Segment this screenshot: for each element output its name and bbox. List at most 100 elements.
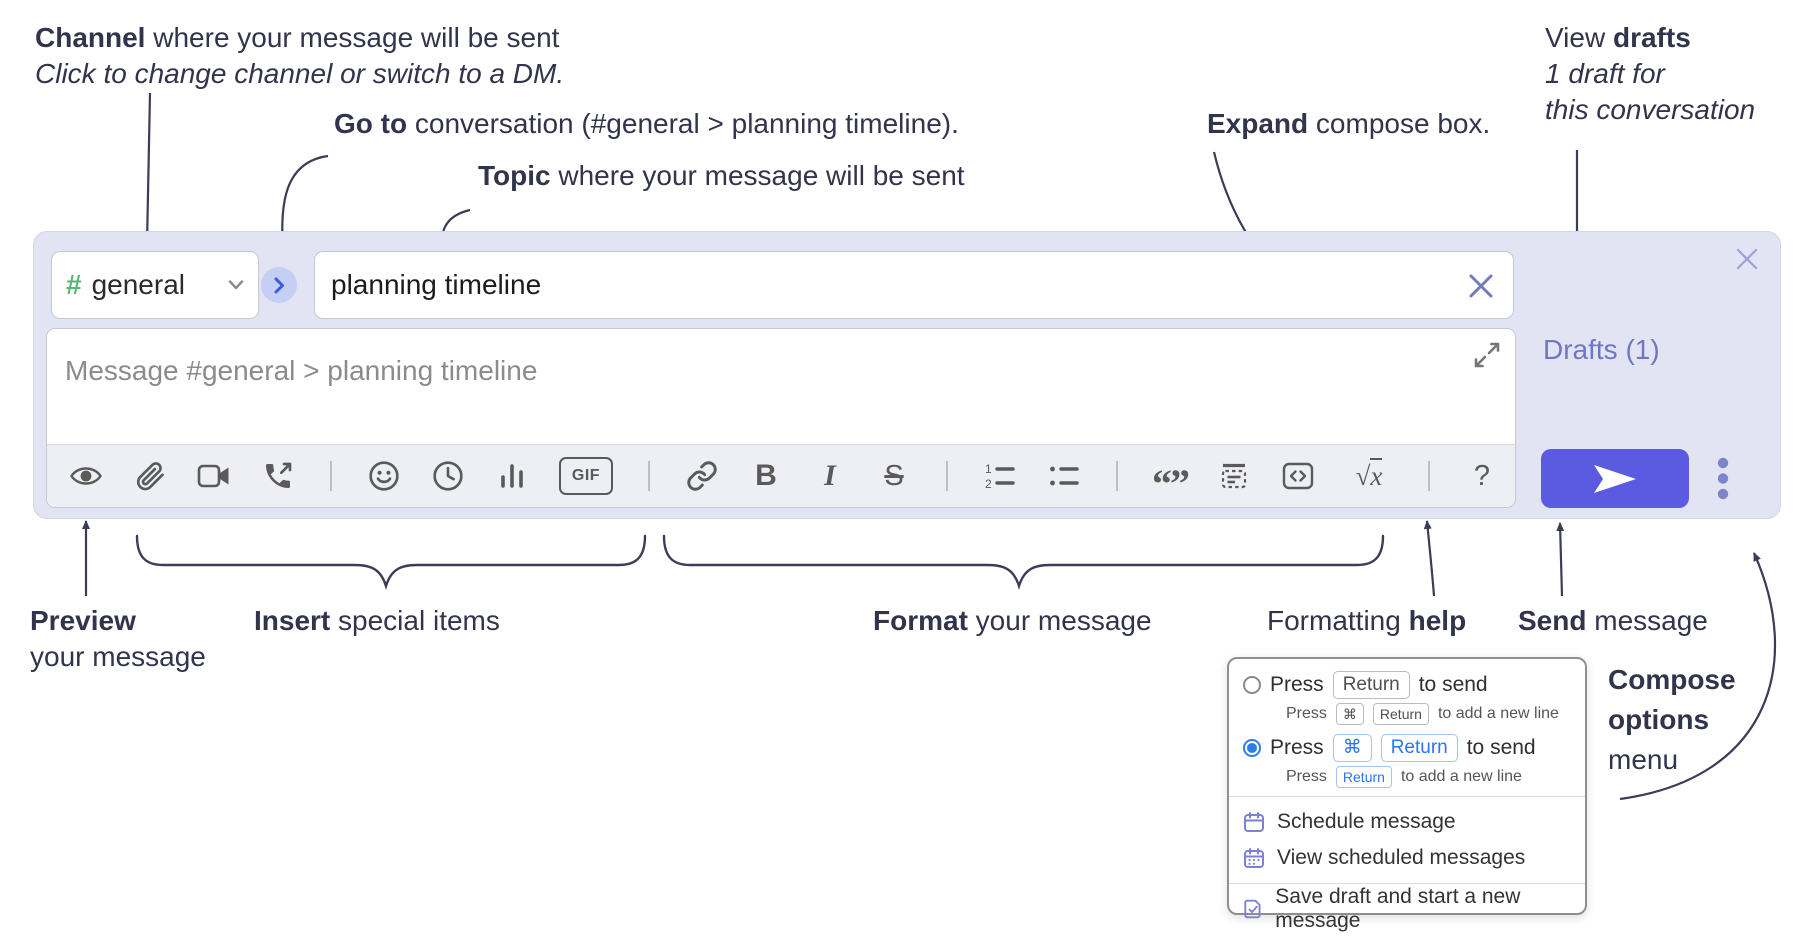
annotation-goto: Go to conversation (#general > planning …	[334, 108, 959, 139]
chevron-right-icon	[274, 277, 284, 293]
annotation-view-drafts: View drafts 1 draft for this conversatio…	[1545, 22, 1756, 125]
calendar-icon	[1244, 812, 1264, 832]
toolbar-divider	[946, 461, 948, 491]
radio-unselected-icon[interactable]	[1243, 676, 1261, 694]
message-editor: GIF B I S 1	[46, 328, 1516, 508]
calendar-grid-icon	[1244, 848, 1264, 868]
return-keycap: Return	[1380, 734, 1458, 762]
message-input[interactable]	[47, 329, 1515, 444]
cmd-keycap: ⌘	[1335, 702, 1364, 725]
clock-icon	[433, 461, 463, 491]
close-compose-button[interactable]	[1732, 244, 1762, 274]
return-keycap: Return	[1372, 702, 1429, 725]
expand-compose-button[interactable]	[1473, 341, 1501, 369]
compose-options-button[interactable]	[1706, 454, 1740, 504]
cmd-keycap: ⌘	[1332, 734, 1372, 762]
italic-icon: I	[824, 459, 836, 492]
numbered-list-icon: 1 2	[985, 462, 1015, 490]
chevron-down-icon	[228, 280, 244, 290]
eye-icon	[70, 467, 102, 485]
option-text: to send	[1418, 673, 1488, 696]
time-button[interactable]	[431, 459, 465, 493]
bold-button[interactable]: B	[749, 459, 783, 493]
quote-button[interactable]: “”	[1152, 451, 1190, 506]
math-icon: √x	[1356, 457, 1383, 492]
expand-icon	[1474, 342, 1500, 368]
toolbar-divider	[1116, 461, 1118, 491]
numbered-list-button[interactable]: 1 2	[983, 459, 1017, 493]
attach-file-button[interactable]	[133, 459, 167, 493]
question-mark-icon: ?	[1473, 459, 1491, 492]
drafts-link[interactable]: Drafts (1)	[1543, 334, 1660, 365]
bulleted-list-icon	[1050, 466, 1079, 486]
bold-icon: B	[755, 459, 777, 492]
strikethrough-icon: S	[884, 459, 904, 492]
clear-topic-button[interactable]	[1465, 270, 1497, 302]
video-camera-icon	[197, 464, 229, 488]
math-button[interactable]: √x	[1345, 457, 1393, 493]
go-to-conversation-button[interactable]	[261, 267, 297, 303]
strikethrough-button[interactable]: S	[877, 459, 911, 493]
phone-call-icon	[266, 462, 292, 488]
quote-icon: “”	[1152, 461, 1190, 506]
preview-button[interactable]	[69, 459, 103, 493]
link-button[interactable]	[685, 459, 719, 493]
send-button[interactable]	[1541, 449, 1689, 508]
radio-selected-icon[interactable]	[1243, 739, 1261, 757]
annotation-send: Send message	[1518, 605, 1708, 636]
compose-options-popup: Press Return to send Press ⌘ Return to a…	[1227, 657, 1587, 932]
option-text: Press	[1270, 673, 1324, 696]
option-text: Press	[1270, 736, 1324, 759]
close-icon	[1736, 248, 1758, 270]
italic-button[interactable]: I	[813, 459, 847, 493]
emoji-button[interactable]	[367, 459, 401, 493]
bulleted-list-button[interactable]	[1047, 459, 1081, 493]
smiley-icon	[369, 461, 399, 491]
popup-divider	[1229, 883, 1585, 884]
voice-call-button[interactable]	[261, 459, 295, 493]
annotation-channel: Channel where your message will be sent …	[35, 22, 565, 89]
annotation-compose-options: Compose options menu	[1608, 664, 1736, 775]
channel-hash-icon: #	[66, 269, 82, 300]
annotation-expand: Expand compose box.	[1207, 108, 1491, 139]
paperclip-icon	[136, 462, 164, 491]
annotation-format: Format your message	[873, 605, 1152, 636]
menu-item-view-scheduled[interactable]: View scheduled messages	[1243, 840, 1585, 876]
video-call-button[interactable]	[197, 459, 231, 493]
spoiler-icon	[1221, 463, 1247, 489]
poll-button[interactable]	[495, 459, 529, 493]
formatting-help-button[interactable]: ?	[1465, 459, 1499, 493]
compose-box: # general	[33, 231, 1781, 519]
gif-button[interactable]: GIF	[559, 457, 613, 495]
return-keycap: Return	[1335, 765, 1392, 788]
send-option-cmd-enter[interactable]: Press ⌘ Return to send	[1243, 732, 1585, 764]
gif-icon: GIF	[571, 467, 601, 484]
list-number-2: 2	[985, 477, 992, 490]
menu-item-label: View scheduled messages	[1277, 846, 1526, 869]
send-option-enter[interactable]: Press Return to send	[1243, 669, 1585, 701]
annotation-preview: Preview your message	[30, 605, 206, 672]
menu-item-save-draft[interactable]: Save draft and start a new message	[1243, 885, 1585, 932]
annotation-formatting-help: Formatting help	[1267, 605, 1467, 636]
popup-divider	[1229, 796, 1585, 797]
topic-field	[314, 251, 1514, 319]
annotation-topic: Topic where your message will be sent	[478, 160, 965, 191]
return-keycap: Return	[1332, 671, 1410, 699]
menu-item-schedule-message[interactable]: Schedule message	[1243, 804, 1585, 840]
send-option-enter-hint: Press ⌘ Return to add a new line	[1286, 701, 1585, 726]
close-icon	[1469, 274, 1493, 298]
link-icon	[687, 461, 717, 491]
spoiler-button[interactable]	[1217, 459, 1251, 493]
topic-input[interactable]	[315, 252, 1513, 318]
vertical-dots-icon	[1717, 457, 1729, 500]
send-option-cmd-enter-hint: Press Return to add a new line	[1286, 764, 1585, 789]
channel-selector[interactable]: # general	[51, 251, 259, 319]
code-button[interactable]	[1281, 459, 1315, 493]
annotation-insert: Insert special items	[254, 605, 500, 636]
option-text: to send	[1466, 736, 1536, 759]
channel-name: general	[91, 269, 185, 300]
document-check-icon	[1244, 899, 1261, 919]
menu-item-label: Schedule message	[1277, 810, 1456, 833]
toolbar-divider	[648, 461, 650, 491]
